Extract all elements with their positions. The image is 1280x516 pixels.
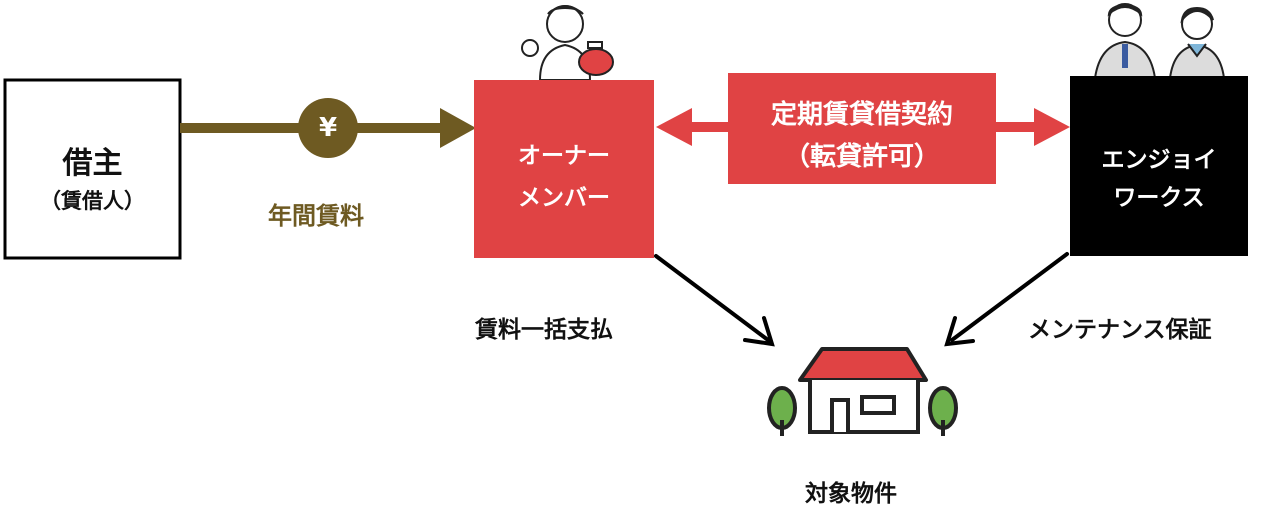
contract-arrow: [656, 73, 1070, 184]
contract-title: 定期賃貸借契約: [770, 100, 953, 130]
owner-title-line1: オーナー: [518, 143, 610, 169]
maintenance-label: メンテナンス保証: [1028, 317, 1212, 343]
company-title-line2: ワークス: [1113, 185, 1205, 211]
tenant-box: [3, 78, 182, 260]
owner-box: [474, 80, 654, 258]
company-title-line1: エンジョイ: [1101, 147, 1217, 173]
tenant-title: 借主: [62, 146, 123, 181]
property-label: 対象物件: [805, 481, 897, 507]
owner-payment-label: 賃料一括支払: [475, 317, 613, 343]
owner-person-icon: [521, 5, 614, 81]
tree-icon-left: [767, 386, 797, 436]
owner-title-line2: メンバー: [518, 185, 610, 211]
house-icon: [798, 347, 928, 434]
owner-to-property-arrow: [654, 254, 775, 347]
company-box: [1070, 76, 1248, 256]
tenant-subtitle: （賃借人）: [40, 189, 145, 213]
contract-subtitle: （転貸許可）: [783, 142, 940, 172]
staff-icon: [1093, 3, 1226, 79]
yen-coin-icon: [298, 98, 358, 158]
yen-symbol: ¥: [318, 113, 338, 143]
rent-label: 年間賃料: [268, 202, 364, 230]
company-to-property-arrow: [944, 252, 1069, 347]
tree-icon-right: [928, 386, 958, 436]
